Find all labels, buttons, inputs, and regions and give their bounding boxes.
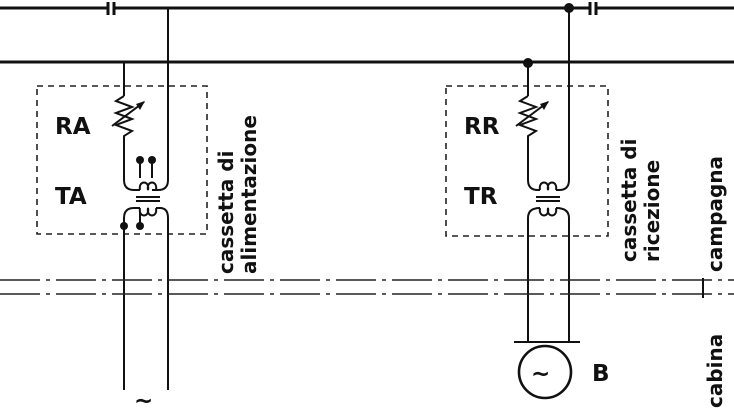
label-tr: TR xyxy=(464,184,498,210)
zone-caption-cabin: cabina xyxy=(703,334,727,408)
label-ra: RA xyxy=(55,114,91,140)
generator-b xyxy=(517,344,573,400)
resistor-rr-arrowhead xyxy=(540,101,549,110)
recv-box-caption-line1: cassetta di xyxy=(617,139,641,262)
generator-symbol: ~ xyxy=(531,361,550,387)
feed-box-caption-line2: alimentazione xyxy=(237,115,261,274)
ac-source-symbol: ~ xyxy=(134,388,153,412)
terminal-dot xyxy=(120,222,128,230)
resistor-ra-arrowhead xyxy=(136,101,145,110)
feed-box-caption-line1: cassetta di xyxy=(214,151,238,274)
junction-dot xyxy=(564,3,574,13)
resistor-ra xyxy=(113,95,135,160)
label-ta: TA xyxy=(55,184,87,210)
junction-dot xyxy=(523,58,533,68)
resistor-rr xyxy=(517,95,539,180)
label-b: B xyxy=(592,361,610,387)
label-rr: RR xyxy=(464,114,500,140)
transformer-ta xyxy=(123,160,169,390)
zone-caption-field: campagna xyxy=(703,156,727,272)
feed-box-outline xyxy=(36,85,208,235)
top-rail xyxy=(0,2,734,15)
recv-box-caption-line2: ricezione xyxy=(640,160,664,262)
transformer-tr xyxy=(527,179,570,342)
